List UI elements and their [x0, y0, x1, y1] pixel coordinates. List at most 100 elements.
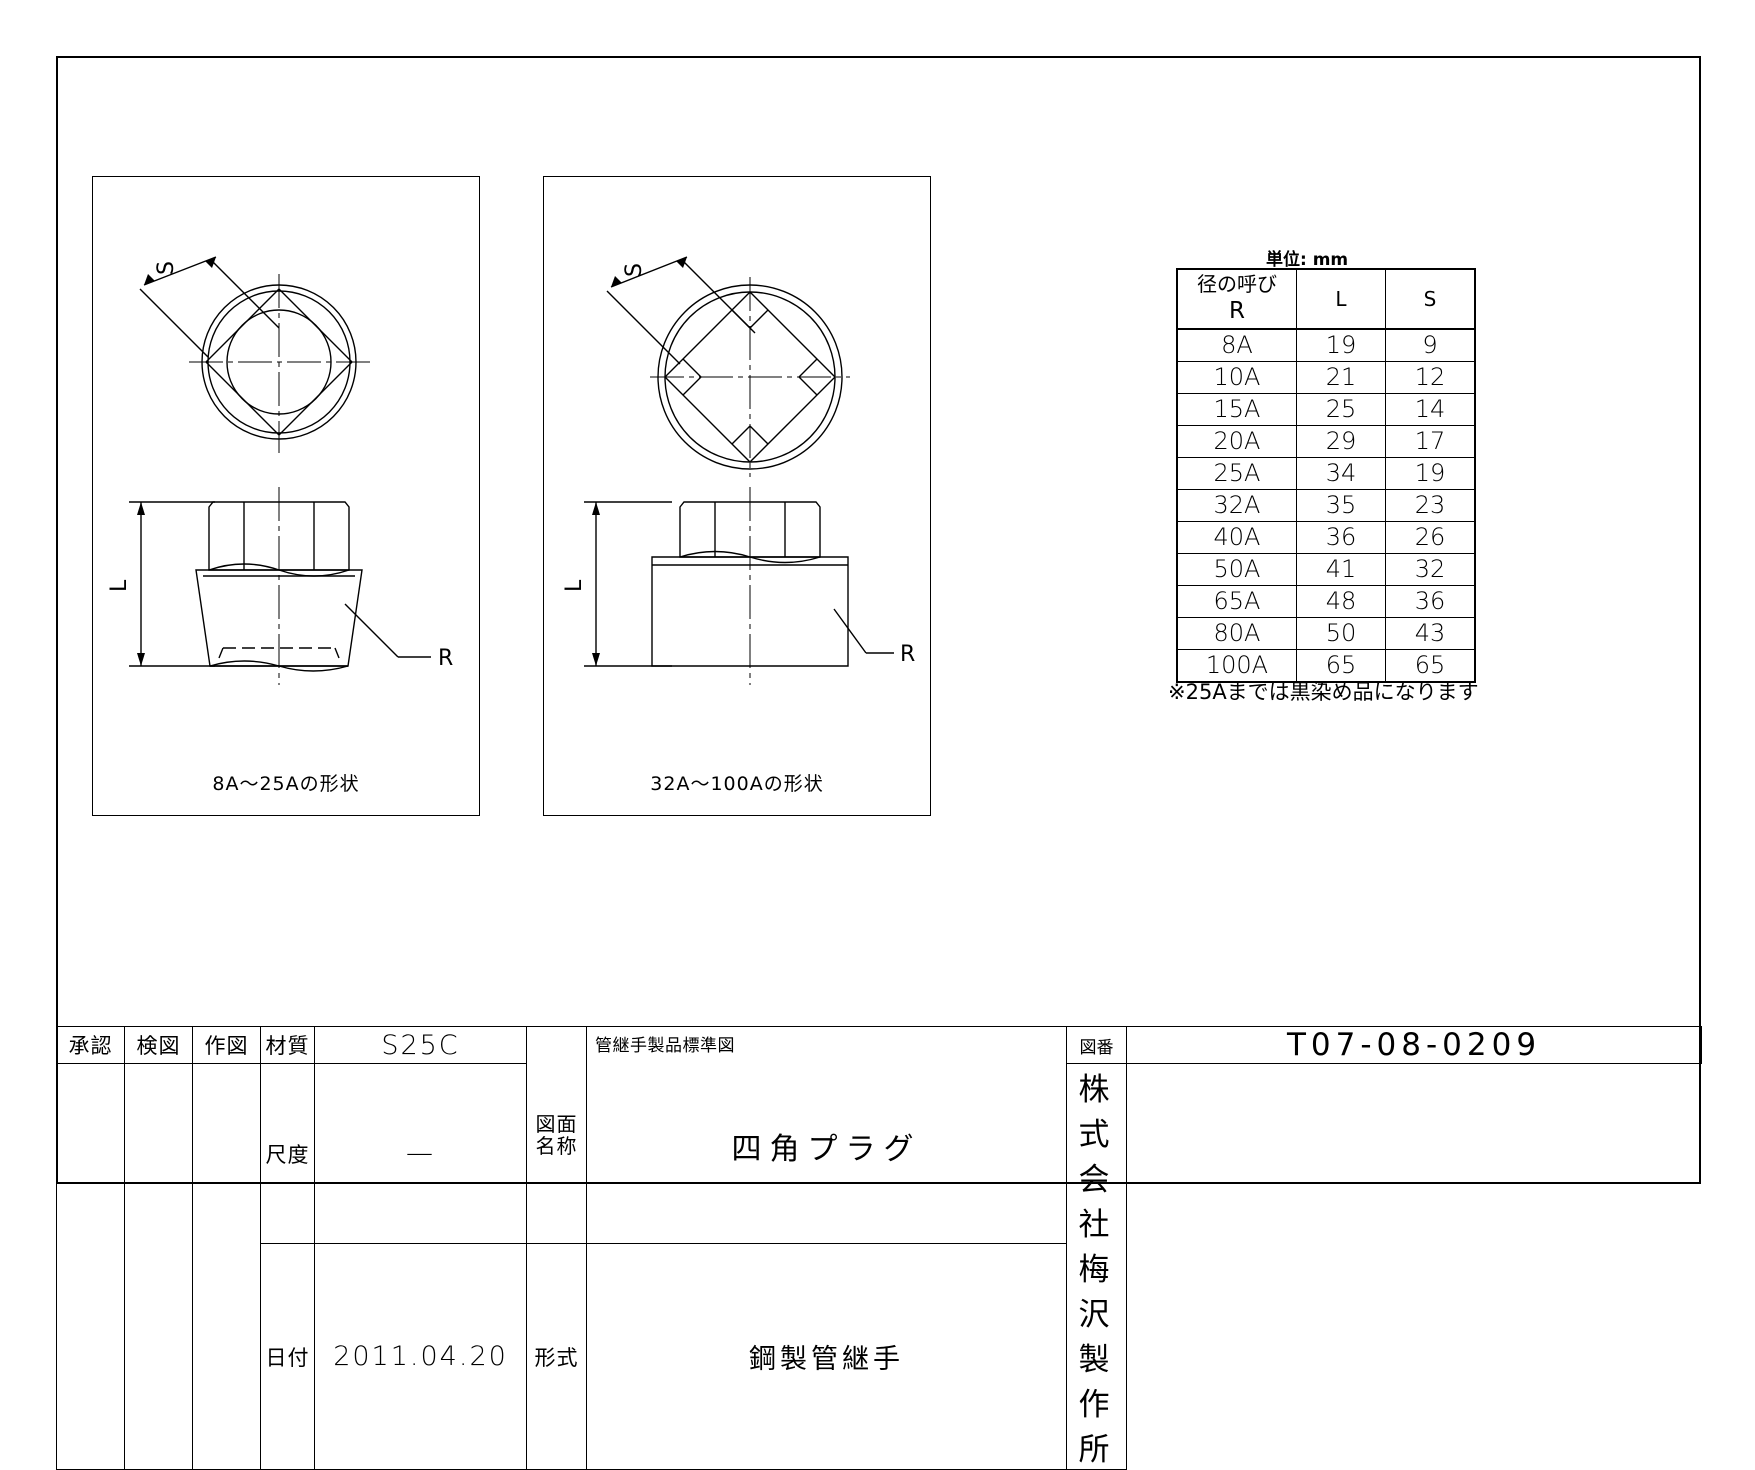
value-material: S25C — [314, 1026, 527, 1064]
cell-nominal-diameter: 25A — [1176, 457, 1297, 490]
table-header-row: 径の呼び R L S — [1176, 268, 1476, 330]
label-scale: 尺度 — [260, 1062, 315, 1245]
drawing-name-subtitle: 管継手製品標準図 — [595, 1036, 735, 1056]
view-panel-8a-25a: S — [92, 176, 480, 816]
units-label: 単位: mm — [1266, 250, 1349, 270]
drawing-sheet: S — [56, 56, 1702, 1470]
header-s: S — [1385, 268, 1476, 330]
cell-nominal-diameter: 10A — [1176, 361, 1297, 394]
cell-nominal-diameter: 50A — [1176, 553, 1297, 586]
cell-l: 48 — [1296, 585, 1386, 618]
square-socket — [664, 291, 836, 463]
cell-nominal-diameter: 40A — [1176, 521, 1297, 554]
label-material: 材質 — [260, 1026, 315, 1064]
cell-nominal-diameter: 8A — [1176, 328, 1297, 362]
header-nominal-diameter-line1: 径の呼び — [1197, 272, 1277, 297]
dimension-l — [584, 501, 672, 667]
cell-s: 43 — [1385, 617, 1476, 650]
view-panel-32a-100a: S — [543, 176, 931, 816]
cell-l: 29 — [1296, 425, 1386, 458]
header-nominal-diameter-line2: R — [1229, 298, 1245, 325]
cell-s: 14 — [1385, 393, 1476, 426]
leader-label-r: R — [900, 642, 915, 667]
cell-l: 50 — [1296, 617, 1386, 650]
value-type: 鋼製管継手 — [586, 1243, 1067, 1470]
dimension-label-s-top: S — [622, 263, 647, 277]
cell-nominal-diameter: 65A — [1176, 585, 1297, 618]
cell-l: 41 — [1296, 553, 1386, 586]
label-drawing-name: 図面 名称 — [526, 1025, 587, 1245]
cell-l: 34 — [1296, 457, 1386, 490]
label-check: 検図 — [124, 1026, 193, 1064]
value-approval[interactable] — [56, 1063, 125, 1470]
value-check[interactable] — [124, 1063, 193, 1470]
dimension-s-top — [606, 256, 756, 365]
cell-s: 26 — [1385, 521, 1476, 554]
value-date: 2011.04.20 — [314, 1243, 527, 1470]
cell-nominal-diameter: 15A — [1176, 393, 1297, 426]
cell-nominal-diameter: 100A — [1176, 649, 1297, 683]
view-caption-8a-25a: 8A〜25Aの形状 — [212, 773, 360, 795]
label-type: 形式 — [526, 1243, 587, 1470]
title-block: 承認 検図 作図 材質 S25C 図面 名称 管継手製品標準図 四角プラグ 図番… — [56, 1025, 1702, 1470]
cell-l: 21 — [1296, 361, 1386, 394]
cell-s: 36 — [1385, 585, 1476, 618]
cell-l: 19 — [1296, 328, 1386, 362]
centre-lines — [189, 274, 370, 453]
value-scale: — — [314, 1062, 527, 1245]
view-caption-32a-100a: 32A〜100Aの形状 — [650, 773, 824, 795]
cell-s: 23 — [1385, 489, 1476, 522]
label-date: 日付 — [260, 1243, 315, 1470]
leader-label-r: R — [438, 646, 453, 671]
label-drawing-name-line1: 図面 — [535, 1112, 578, 1137]
value-company: 株式会社 梅沢 製作所 — [1066, 1063, 1127, 1470]
label-drawing-name-line2: 名称 — [535, 1134, 578, 1159]
cell-l: 35 — [1296, 489, 1386, 522]
cell-l: 25 — [1296, 393, 1386, 426]
header-nominal-diameter: 径の呼び R — [1176, 268, 1297, 330]
cell-s: 17 — [1385, 425, 1476, 458]
cell-s: 32 — [1385, 553, 1476, 586]
dimension-label-l: L — [562, 579, 587, 592]
leader-r — [833, 608, 894, 654]
label-draw: 作図 — [192, 1026, 261, 1064]
cell-s: 12 — [1385, 361, 1476, 394]
drawing-name-main: 四角プラグ — [731, 1132, 922, 1168]
cell-nominal-diameter: 32A — [1176, 489, 1297, 522]
body-block — [651, 556, 849, 667]
dimension-label-l: L — [107, 579, 132, 592]
cell-s: 65 — [1385, 649, 1476, 683]
cell-l: 65 — [1296, 649, 1386, 683]
label-drawing-no: 図番 — [1066, 1026, 1127, 1064]
value-drawing-no: T07-08-0209 — [1126, 1026, 1702, 1064]
value-draw[interactable] — [192, 1063, 261, 1470]
centre-lines — [650, 277, 850, 477]
dimension-label-s-top: S — [154, 261, 179, 275]
cell-s: 19 — [1385, 457, 1476, 490]
dimension-l — [129, 501, 215, 667]
header-l: L — [1296, 268, 1386, 330]
cell-l: 36 — [1296, 521, 1386, 554]
dimension-s-top — [139, 256, 280, 358]
table-note: ※25Aまでは黒染め品になります — [1168, 680, 1479, 704]
leader-r — [344, 603, 431, 658]
value-drawing-name: 管継手製品標準図 四角プラグ — [586, 1025, 1067, 1245]
left-view-drawing: S — [107, 256, 453, 685]
cell-nominal-diameter: 80A — [1176, 617, 1297, 650]
cell-s: 9 — [1385, 328, 1476, 362]
cell-nominal-diameter: 20A — [1176, 425, 1297, 458]
right-view-drawing: S — [562, 256, 915, 685]
